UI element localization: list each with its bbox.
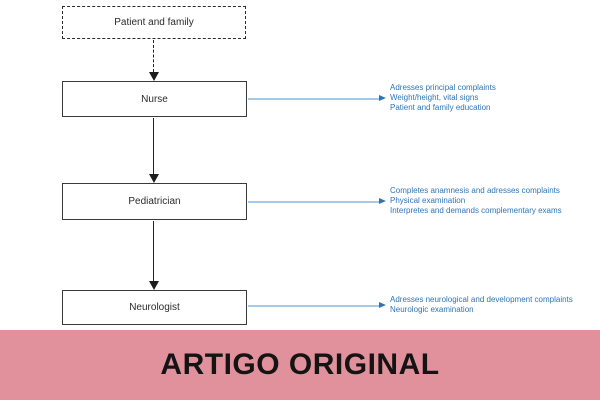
dashed-flow-line-patient-to-nurse <box>153 40 154 72</box>
flow-node-label: Nurse <box>141 93 168 105</box>
down-arrowhead-icon <box>149 72 159 81</box>
annotation-line: Patient and family education <box>390 103 491 112</box>
annotation-pediatrician-tasks: Completes anamnesis and adresses complai… <box>390 186 562 216</box>
down-arrowhead-icon <box>149 174 159 183</box>
annotation-line: Neurologic examination <box>390 305 474 314</box>
flow-node-pediatrician: Pediatrician <box>62 183 247 220</box>
flow-node-label: Patient and family <box>114 17 194 28</box>
right-arrowhead-icon <box>379 95 386 101</box>
right-arrowhead-icon <box>379 302 386 308</box>
banner-title: ARTIGO ORIGINAL <box>160 348 440 381</box>
annotation-nurse-tasks: Adresses principal complaints Weight/hei… <box>390 83 496 113</box>
flow-node-label: Pediatrician <box>128 196 181 207</box>
right-arrowhead-icon <box>379 198 386 204</box>
annotation-line: Physical examination <box>390 196 466 205</box>
annotation-line: Adresses neurological and development co… <box>390 295 573 304</box>
flow-line-pediatrician-to-neurologist <box>153 221 154 281</box>
down-arrowhead-icon <box>149 281 159 290</box>
flow-line-nurse-to-pediatrician <box>153 118 154 174</box>
flow-node-neurologist: Neurologist <box>62 290 247 325</box>
flow-node-nurse: Nurse <box>62 81 247 117</box>
annotation-neurologist-tasks: Adresses neurological and development co… <box>390 295 573 315</box>
annotation-line: Weight/height, vital signs <box>390 93 479 102</box>
article-type-banner: ARTIGO ORIGINAL <box>0 330 600 400</box>
annotation-line: Adresses principal complaints <box>390 83 496 92</box>
connector-line-pediatrician-annotation <box>248 201 379 203</box>
flow-node-patient-and-family: Patient and family <box>62 6 246 39</box>
flow-node-label: Neurologist <box>129 302 180 313</box>
annotation-line: Interpretes and demands complementary ex… <box>390 206 562 215</box>
connector-line-neurologist-annotation <box>248 305 379 307</box>
connector-line-nurse-annotation <box>248 98 379 100</box>
annotation-line: Completes anamnesis and adresses complai… <box>390 186 560 195</box>
